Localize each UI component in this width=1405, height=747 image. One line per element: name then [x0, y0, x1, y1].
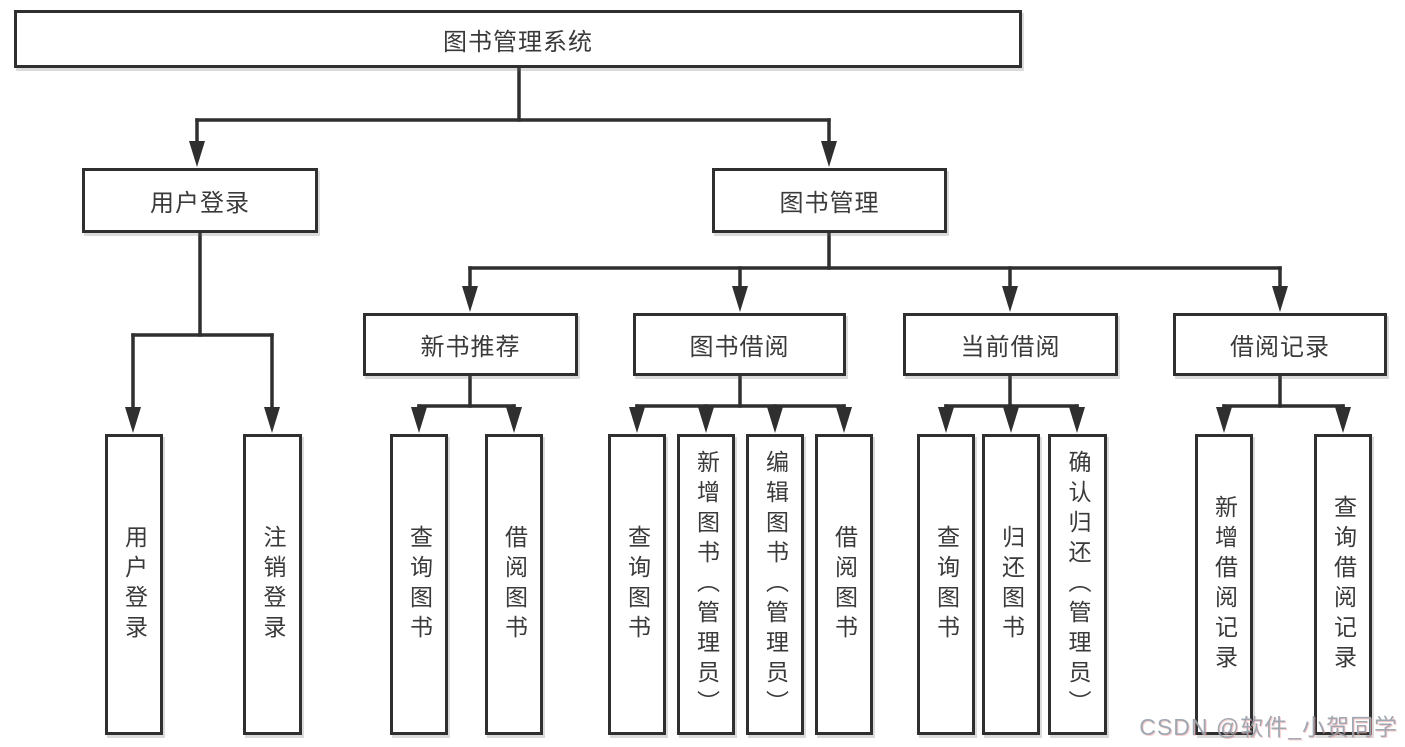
leaf-return-books: 归还图书	[982, 434, 1040, 735]
leaf-query-borrow-record: 查询借阅记录	[1314, 434, 1372, 735]
node-label: 新书推荐	[420, 334, 521, 361]
node-borrowing-records: 借阅记录	[1173, 313, 1387, 376]
leaf-user-login: 用户登录	[105, 434, 163, 735]
node-label: 借阅图书	[831, 524, 858, 645]
node-label: 图书管理	[779, 190, 880, 217]
node-label: 图书借阅	[689, 334, 790, 361]
node-label: 借阅图书	[501, 524, 528, 645]
node-user-login: 用户登录	[82, 168, 318, 233]
node-label: 查询图书	[933, 524, 960, 645]
node-label: 借阅记录	[1230, 334, 1330, 361]
node-library-management-system: 图书管理系统	[14, 10, 1022, 68]
node-label: 查询图书	[624, 524, 651, 645]
node-label: 注销登录	[260, 524, 286, 645]
node-label: 图书管理系统	[443, 28, 593, 56]
node-book-borrowing: 图书借阅	[633, 313, 846, 376]
node-book-management: 图书管理	[712, 168, 947, 233]
node-new-book-recommendation: 新书推荐	[363, 313, 578, 376]
leaf-query-books-current: 查询图书	[917, 434, 975, 735]
node-label: 新增借阅记录	[1211, 494, 1238, 675]
node-label: 用户登录	[121, 524, 148, 645]
leaf-confirm-return-admin: 确认归还（管理员）	[1048, 434, 1107, 735]
node-label: 用户登录	[150, 190, 250, 217]
leaf-edit-book-admin: 编辑图书（管理员）	[746, 434, 804, 735]
node-label: 当前借阅	[960, 334, 1061, 361]
leaf-logout: 注销登录	[243, 434, 302, 735]
leaf-add-borrow-record: 新增借阅记录	[1195, 434, 1253, 735]
node-label: 归还图书	[998, 524, 1025, 645]
node-label: 确认归还（管理员）	[1065, 449, 1091, 720]
csdn-watermark: CSDN @软件_小贺同学	[1139, 714, 1398, 740]
node-label: 查询借阅记录	[1330, 494, 1357, 675]
node-label: 编辑图书（管理员）	[762, 449, 789, 720]
leaf-query-books-borrowing: 查询图书	[608, 434, 666, 735]
node-label: 新增图书（管理员）	[693, 449, 720, 720]
leaf-borrow-books: 借阅图书	[815, 434, 873, 735]
leaf-add-book-admin: 新增图书（管理员）	[677, 434, 735, 735]
node-current-borrowing: 当前借阅	[903, 313, 1118, 376]
leaf-borrow-books-recommend: 借阅图书	[485, 434, 543, 735]
leaf-query-books-recommend: 查询图书	[390, 434, 448, 735]
node-label: 查询图书	[406, 524, 433, 645]
